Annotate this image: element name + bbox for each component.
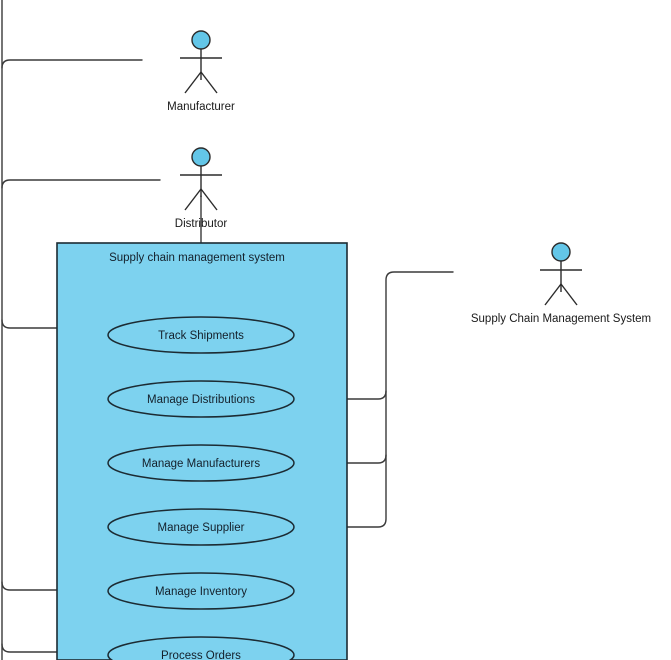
use-case-label: Manage Supplier xyxy=(158,522,245,534)
actor-head-icon xyxy=(191,147,211,167)
use-case-manage-manufacturers[interactable]: Manage Manufacturers xyxy=(107,444,295,482)
connector-manage-manufacturers-right[interactable] xyxy=(295,454,387,464)
connector-track-shipments-left[interactable] xyxy=(1,319,110,329)
actor-label: Distributor xyxy=(175,218,228,230)
connector-manage-distributions-right[interactable] xyxy=(295,390,387,400)
actor-head-icon xyxy=(191,30,211,50)
use-case-ellipse[interactable] xyxy=(107,636,295,660)
actor-right-leg-icon xyxy=(560,283,578,306)
connector-manage-supplier-right[interactable] xyxy=(295,271,454,528)
actor-distributor[interactable]: Distributor xyxy=(175,147,228,230)
actor-manufacturer[interactable]: Manufacturer xyxy=(167,30,235,113)
actor-head-icon xyxy=(551,242,571,262)
actor-left-leg-icon xyxy=(184,188,202,211)
system-boundary-title: Supply chain management system xyxy=(109,252,285,264)
use-case-label: Manage Inventory xyxy=(155,586,247,598)
use-case-label: Process Orders xyxy=(161,650,241,660)
connector-manufacturer[interactable] xyxy=(1,59,143,69)
connector-manage-inventory-left[interactable] xyxy=(1,581,111,591)
use-case-manage-distributions[interactable]: Manage Distributions xyxy=(107,380,295,418)
connector-distributor[interactable] xyxy=(1,179,161,189)
use-case-manage-inventory[interactable]: Manage Inventory xyxy=(107,572,295,610)
use-case-label: Manage Manufacturers xyxy=(142,458,261,470)
use-case-label: Manage Distributions xyxy=(147,394,255,406)
actor-left-leg-icon xyxy=(184,71,202,94)
connector-process-orders-left[interactable] xyxy=(1,643,111,653)
use-case-ellipse[interactable] xyxy=(107,572,295,610)
actor-label: Supply Chain Management System xyxy=(471,313,651,325)
actor-left-leg-icon xyxy=(544,283,562,306)
actor-label: Manufacturer xyxy=(167,101,235,113)
left-connector-bus[interactable] xyxy=(1,0,161,660)
use-case-track-shipments[interactable]: Track Shipments xyxy=(107,316,295,354)
actor-right-leg-icon xyxy=(200,188,218,211)
use-case-process-orders[interactable]: Process Orders xyxy=(107,636,295,660)
use-case-label: Track Shipments xyxy=(158,330,244,342)
actor-supply-chain-management-system[interactable]: Supply Chain Management System xyxy=(471,242,651,325)
use-case-ellipse[interactable] xyxy=(107,380,295,418)
use-case-manage-supplier[interactable]: Manage Supplier xyxy=(107,508,295,546)
use-case-ellipse[interactable] xyxy=(107,316,295,354)
use-case-ellipse[interactable] xyxy=(107,444,295,482)
actor-right-leg-icon xyxy=(200,71,218,94)
use-case-ellipse[interactable] xyxy=(107,508,295,546)
right-connector-bus[interactable] xyxy=(295,271,454,528)
